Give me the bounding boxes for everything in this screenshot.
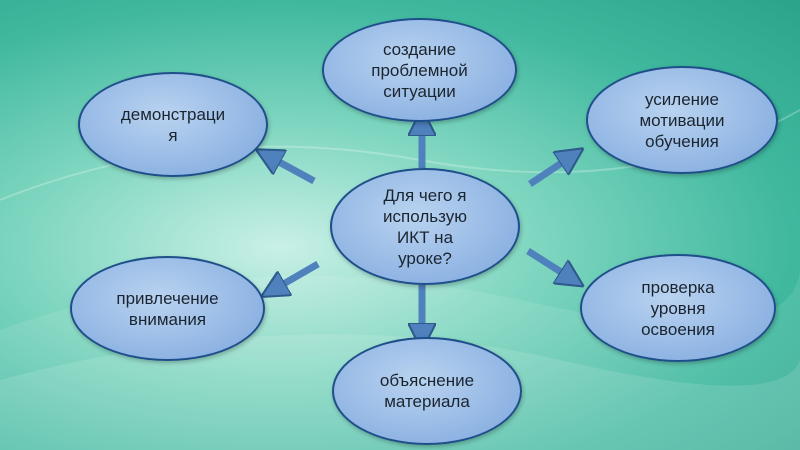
node-center-question: Для чего я использую ИКТ на уроке? — [330, 168, 520, 285]
node-problem-situation: создание проблемной ситуации — [322, 18, 517, 122]
node-attention-label: привлечение внимания — [116, 288, 219, 329]
node-material-explanation: объяснение материала — [332, 337, 522, 445]
arrow-to-bottom-right — [526, 248, 572, 279]
node-attention: привлечение внимания — [70, 256, 265, 361]
node-motivation: усиление мотивации обучения — [586, 66, 778, 174]
node-level-check: проверка уровня освоения — [580, 254, 776, 362]
node-level-check-label: проверка уровня освоения — [641, 277, 715, 339]
node-material-explanation-label: объяснение материала — [379, 371, 475, 411]
arrow-to-top-left — [268, 156, 316, 185]
node-problem-situation-label: создание проблемной ситуации — [371, 39, 468, 101]
arrow-to-top-right — [528, 156, 572, 187]
node-demonstration: демонстраци я — [78, 72, 268, 177]
node-demonstration-label: демонстраци я — [120, 104, 226, 145]
arrow-to-bottom-left — [273, 260, 320, 290]
node-center-label: Для чего я использую ИКТ на уроке? — [383, 185, 467, 268]
node-motivation-label: усиление мотивации обучения — [639, 89, 725, 151]
